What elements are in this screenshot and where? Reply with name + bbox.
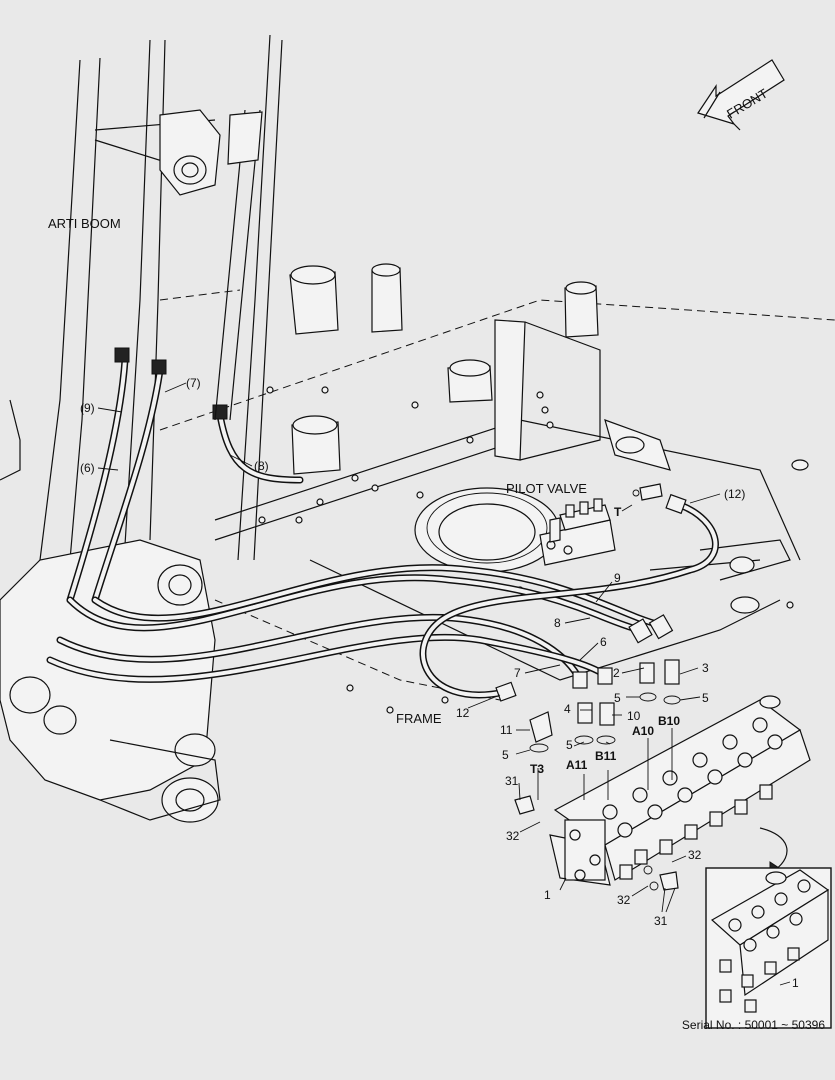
callout-32c: 32 <box>617 893 631 907</box>
port-t-label: T <box>614 505 622 519</box>
callout-32a: 32 <box>506 829 520 843</box>
pilot-valve-label: PILOT VALVE <box>506 481 587 496</box>
callout-p7: (7) <box>186 376 201 390</box>
callout-31a: 31 <box>505 774 519 788</box>
callout-1b: 1 <box>792 976 799 990</box>
callout-5a: 5 <box>614 691 621 705</box>
pilot-valve <box>539 498 616 566</box>
callout-4: 4 <box>564 702 571 716</box>
callout-12: 12 <box>456 706 470 720</box>
callout-10: 10 <box>627 709 641 723</box>
callout-9: 9 <box>614 571 621 585</box>
frame-label: FRAME <box>396 711 442 726</box>
port-a11-label: A11 <box>566 758 588 772</box>
labels: ARTI BOOM PILOT VALVE FRAME T T3 A10 B10… <box>48 216 799 990</box>
callout-p8: (8) <box>254 459 269 473</box>
frame-structure <box>159 263 835 714</box>
arti-boom-structure <box>0 34 283 823</box>
callout-p12: (12) <box>724 487 745 501</box>
callout-8: 8 <box>554 616 561 630</box>
callout-3: 3 <box>702 661 709 675</box>
port-a10-label: A10 <box>632 724 654 738</box>
callout-32b: 32 <box>688 848 702 862</box>
arti-boom-label: ARTI BOOM <box>48 216 121 231</box>
callout-2: 2 <box>613 666 620 680</box>
front-arrow-icon: FRONT <box>697 59 785 131</box>
inset-detail <box>705 827 832 1029</box>
port-b11-label: B11 <box>595 749 617 763</box>
control-valve <box>549 695 811 886</box>
callout-7: 7 <box>514 666 521 680</box>
callout-6: 6 <box>600 635 607 649</box>
serial-number: Serial No. : 50001 ~ 50396 <box>681 1018 825 1032</box>
leader-lines <box>97 382 721 913</box>
callout-p6: (6) <box>80 461 95 475</box>
hoses <box>46 109 719 702</box>
callout-p9: (9) <box>80 401 95 415</box>
callout-5c: 5 <box>502 748 509 762</box>
callout-5b: 5 <box>702 691 709 705</box>
port-b10-label: B10 <box>658 714 680 728</box>
callout-1a: 1 <box>544 888 551 902</box>
callout-31b: 31 <box>654 914 668 928</box>
callout-5d: 5 <box>566 738 573 752</box>
port-t3-label: T3 <box>530 762 544 776</box>
fittings <box>514 483 681 891</box>
callout-11: 11 <box>500 723 513 737</box>
